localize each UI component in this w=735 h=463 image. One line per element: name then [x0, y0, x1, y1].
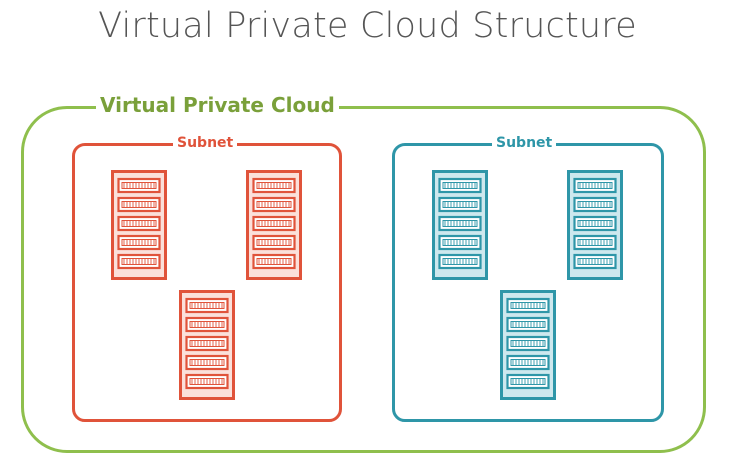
subnet-label-right: Subnet [492, 133, 557, 153]
subnet-label-left: Subnet [173, 133, 238, 153]
server-rack-icon [432, 170, 488, 280]
server-rack-icon [246, 170, 302, 280]
server-rack-icon [500, 290, 556, 400]
server-rack-icon [179, 290, 235, 400]
vpc-label: Virtual Private Cloud [96, 91, 339, 119]
server-rack-icon [111, 170, 167, 280]
server-rack-icon [567, 170, 623, 280]
vpc-boundary [21, 106, 706, 453]
page-title: Virtual Private Cloud Structure [98, 6, 637, 46]
